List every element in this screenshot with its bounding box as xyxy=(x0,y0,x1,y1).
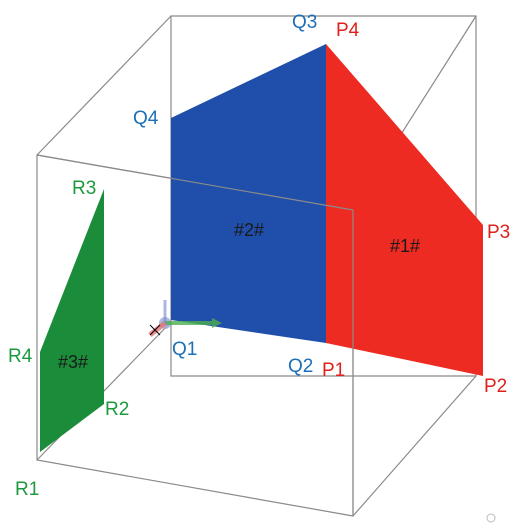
point-label-r4: R4 xyxy=(8,346,33,367)
face-1-label: #1# xyxy=(390,236,420,256)
point-label-q3: Q3 xyxy=(292,12,317,33)
cube-edge-bottom-right xyxy=(352,375,477,517)
point-label-r3: R3 xyxy=(72,178,96,199)
cube-edge-front-top-overlay xyxy=(36,154,354,211)
face-2-blue xyxy=(171,44,326,343)
face-2-label: #2# xyxy=(234,220,264,240)
point-label-p2: P2 xyxy=(484,376,507,397)
point-label-r2: R2 xyxy=(105,399,129,420)
face-3-label: #3# xyxy=(58,352,88,372)
face-3-green xyxy=(40,189,104,452)
point-label-p1: P1 xyxy=(322,360,345,381)
origin-axes-icon xyxy=(148,300,222,337)
point-label-r1: R1 xyxy=(15,479,39,500)
point-label-p3: P3 xyxy=(487,222,510,243)
point-label-q2: Q2 xyxy=(288,356,313,377)
corner-circle-icon xyxy=(486,513,496,523)
point-label-q4: Q4 xyxy=(133,108,159,129)
face-1-red xyxy=(326,44,483,376)
cube-edge-top-left xyxy=(36,15,172,156)
point-label-q1: Q1 xyxy=(172,339,197,360)
point-label-p4: P4 xyxy=(336,20,360,41)
